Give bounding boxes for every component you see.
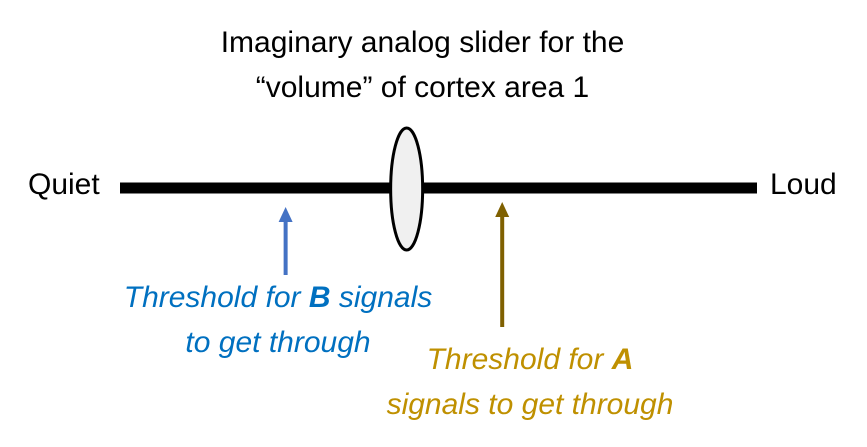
quiet-label: Quiet	[28, 168, 100, 201]
threshold-a-line2: signals to get through	[386, 388, 674, 421]
title-line-1: Imaginary analog slider for the	[220, 26, 625, 59]
diagram-title: Imaginary analog slider for the “volume”…	[0, 20, 845, 110]
title-line-2: “volume” of cortex area 1	[255, 71, 590, 104]
threshold-b-letter: B	[308, 281, 331, 314]
threshold-a-pre: Threshold for	[426, 343, 612, 376]
threshold-a-label: Threshold for A signals to get through	[350, 337, 710, 427]
threshold-b-pre: Threshold for	[123, 281, 309, 314]
threshold-b-arrow	[278, 207, 293, 275]
threshold-b-line2: to get through	[185, 326, 371, 359]
slider-knob[interactable]	[389, 126, 425, 252]
threshold-b-label: Threshold for B signals to get through	[98, 275, 458, 365]
threshold-a-arrow	[495, 202, 510, 327]
loud-label: Loud	[770, 168, 837, 201]
threshold-b-post: signals	[330, 281, 433, 314]
threshold-a-letter: A	[611, 343, 634, 376]
